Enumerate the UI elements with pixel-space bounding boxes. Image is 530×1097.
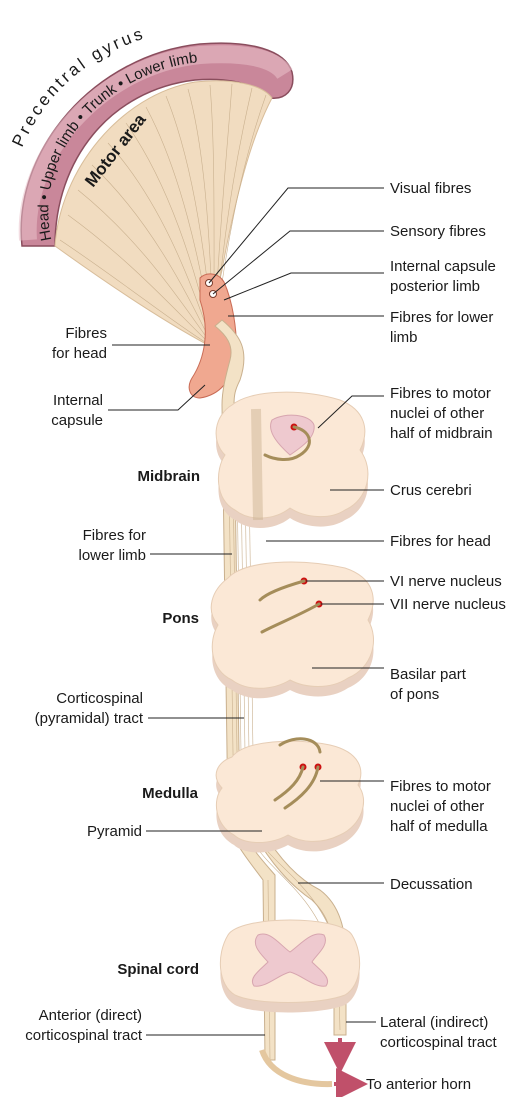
label-fibres-for-head-left-2: for head [52, 345, 107, 362]
label-lateral-tract-2: corticospinal tract [380, 1034, 498, 1051]
label-spinal-cord: Spinal cord [117, 961, 199, 978]
label-basilar-part-pons-1: Basilar part [390, 666, 467, 683]
label-visual-fibres: Visual fibres [390, 180, 471, 197]
label-fibres-motor-medulla-3: half of medulla [390, 818, 488, 835]
label-basilar-part-pons-2: of pons [390, 686, 439, 703]
label-corticospinal-1: Corticospinal [56, 690, 143, 707]
label-anterior-horn: To anterior horn [366, 1076, 471, 1093]
label-vii-nerve-nucleus: VII nerve nucleus [390, 596, 506, 613]
label-pyramid: Pyramid [87, 823, 142, 840]
label-internal-capsule-posterior-limb-2: posterior limb [390, 278, 480, 295]
label-corticospinal-2: (pyramidal) tract [35, 710, 144, 727]
spinal-cord-section [220, 920, 359, 1013]
label-fibres-lower-limb-left-2: lower limb [78, 547, 146, 564]
label-fibres-lower-limb-left-1: Fibres for [83, 527, 146, 544]
label-anterior-tract-1: Anterior (direct) [39, 1007, 142, 1024]
pons-section [211, 562, 373, 698]
label-fibres-motor-midbrain-3: half of midbrain [390, 425, 493, 442]
label-fibres-motor-medulla-1: Fibres to motor [390, 778, 491, 795]
label-sensory-fibres: Sensory fibres [390, 223, 486, 240]
label-anterior-tract-2: corticospinal tract [25, 1027, 143, 1044]
label-fibres-motor-midbrain-2: nuclei of other [390, 405, 484, 422]
label-internal-capsule-posterior-limb-1: Internal capsule [390, 258, 496, 275]
label-fibres-for-head-left-1: Fibres [65, 325, 107, 342]
label-pons: Pons [162, 610, 199, 627]
midbrain-section [216, 392, 368, 528]
label-crus-cerebri: Crus cerebri [390, 482, 472, 499]
label-fibres-lower-limb-2: limb [390, 329, 418, 346]
label-lateral-tract-1: Lateral (indirect) [380, 1014, 488, 1031]
label-midbrain: Midbrain [138, 468, 201, 485]
label-vi-nerve-nucleus: VI nerve nucleus [390, 573, 502, 590]
label-internal-capsule-1: Internal [53, 392, 103, 409]
label-fibres-motor-midbrain-1: Fibres to motor [390, 385, 491, 402]
label-decussation: Decussation [390, 876, 473, 893]
label-fibres-motor-medulla-2: nuclei of other [390, 798, 484, 815]
label-fibres-for-head-right: Fibres for head [390, 533, 491, 550]
label-medulla: Medulla [142, 785, 198, 802]
label-internal-capsule-2: capsule [51, 412, 103, 429]
label-fibres-lower-limb-1: Fibres for lower [390, 309, 493, 326]
medulla-section [216, 739, 363, 853]
